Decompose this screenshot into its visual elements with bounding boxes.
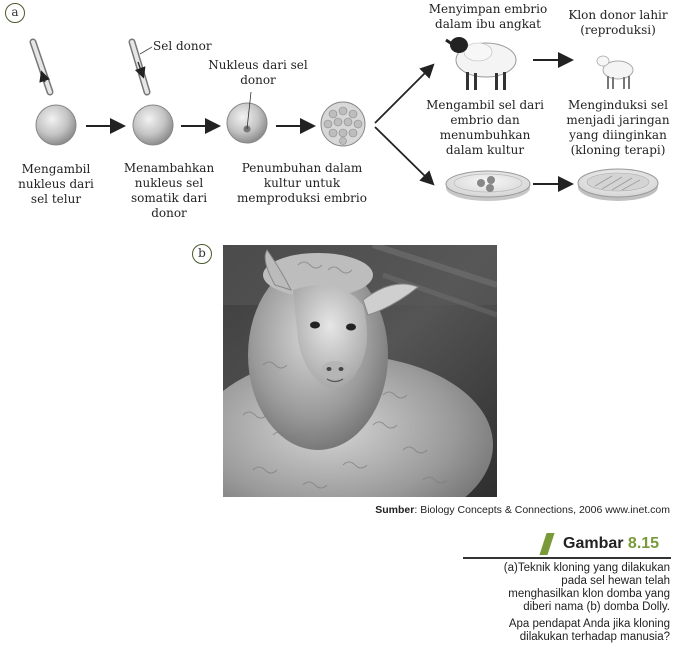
- dolly-sheep-icon: [223, 245, 497, 497]
- figure-caption: (a)Teknik kloning yang dilakukan pada se…: [460, 562, 670, 644]
- label-branch-bottom-result: Menginduksi sel menjadi jaringan yang di…: [566, 98, 670, 157]
- figure-title-slash: [539, 533, 555, 555]
- branch-top-arrow: [374, 63, 435, 124]
- pipette-1-icon: [29, 38, 54, 96]
- caption-line-4: diberi nama (b) domba Dolly.: [523, 601, 670, 613]
- figure-title-word: Gambar: [563, 535, 624, 552]
- panel-a-badge: a: [5, 3, 25, 23]
- egg-cell-1: [35, 104, 77, 146]
- cloning-diagram: [29, 37, 659, 201]
- question-line-1: Apa pendapat Anda jika kloning: [508, 618, 670, 630]
- caption-line-2: pada sel hewan telah: [561, 575, 670, 587]
- clone-lamb-icon: [596, 55, 634, 89]
- label-step1: Mengambil nukleus dari sel telur: [18, 162, 94, 206]
- branch-bottom-arrow: [374, 126, 435, 186]
- source-text: : Biology Concepts & Connections, 2006 w…: [414, 504, 670, 516]
- petri-dish-tissue-icon: [577, 168, 659, 201]
- label-sel-donor: Sel donor: [153, 39, 212, 53]
- source-credit: Sumber: Biology Concepts & Connections, …: [375, 504, 670, 516]
- egg-cell-3: [226, 102, 268, 144]
- label-branch-top-result: Klon donor lahir (reproduksi): [568, 8, 668, 37]
- figure-number: 8.15: [627, 535, 660, 552]
- egg-cell-2: [132, 104, 174, 146]
- embryo-icon: [320, 101, 366, 147]
- pipette-2-icon: [128, 38, 153, 96]
- figure-title: Gambar 8.15: [563, 535, 659, 553]
- label-step2: Menambahkan nukleus sel somatik dari don…: [123, 161, 215, 220]
- source-prefix: Sumber: [375, 504, 415, 516]
- figure-title-rule: [463, 557, 671, 559]
- caption-line-1: (a)Teknik kloning yang dilakukan: [503, 562, 670, 574]
- panel-b-badge: b: [192, 244, 212, 264]
- label-branch-top: Menyimpan embrio dalam ibu angkat: [428, 2, 548, 31]
- surrogate-sheep-icon: [445, 37, 517, 90]
- label-nukleus-donor: Nukleus dari sel donor: [208, 58, 308, 87]
- question-line-2: dilakukan terhadap manusia?: [519, 631, 670, 643]
- petri-dish-cells-icon: [445, 170, 531, 201]
- label-step3: Penumbuhan dalam kultur untuk memproduks…: [237, 161, 367, 205]
- dolly-sheep-photo: [223, 245, 497, 497]
- caption-line-3: menghasilkan klon domba yang: [508, 588, 670, 600]
- label-branch-bottom: Mengambil sel dari embrio dan menumbuhka…: [426, 98, 544, 157]
